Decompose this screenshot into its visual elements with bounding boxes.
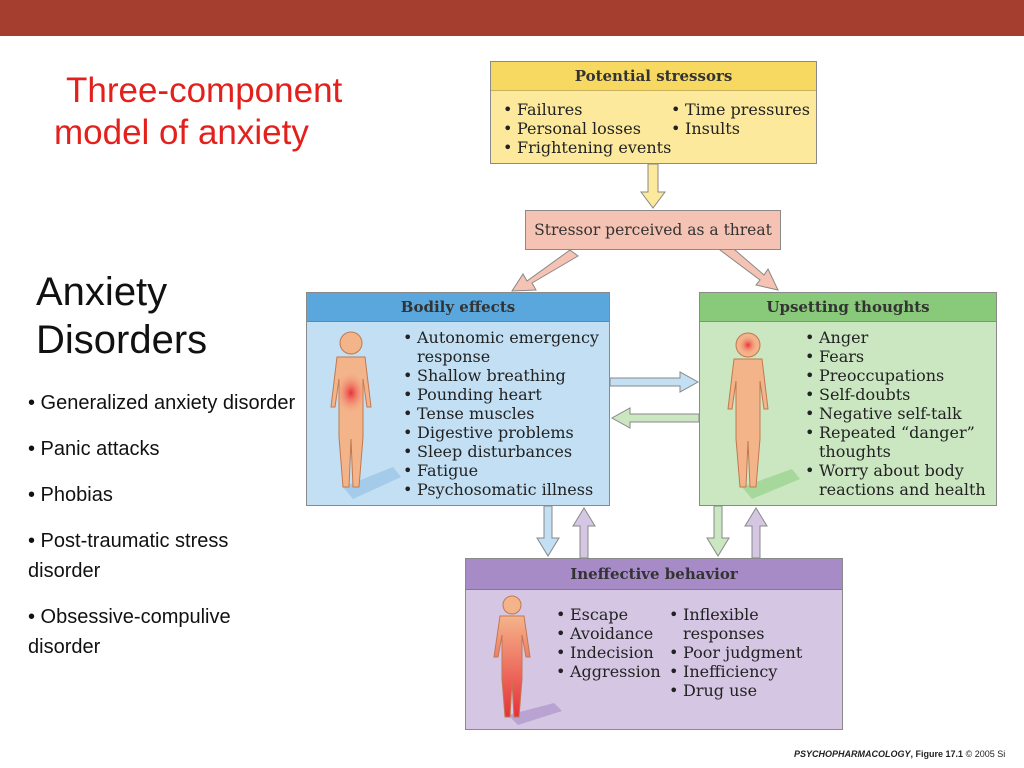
behavior-item: Drug use <box>669 681 842 700</box>
bodily-effect-item: Psychosomatic illness <box>403 480 609 499</box>
section-heading: Anxiety Disorders <box>36 268 207 364</box>
arrow-thoughts-to-bodily <box>610 407 700 429</box>
arrow-behavior-to-bodily <box>572 507 596 559</box>
disorder-item: • Phobias <box>28 484 113 506</box>
behavior-item: Inflexible responses <box>669 605 842 643</box>
top-banner <box>0 0 1024 36</box>
thought-item: Negative self-talk <box>805 404 989 423</box>
behavior-item: Indecision <box>556 643 661 662</box>
title-line-1: Three-component <box>66 71 343 110</box>
stressors-box: Potential stressors Failures Personal lo… <box>490 61 817 164</box>
caption-copyright: © 2005 Si <box>965 749 1006 759</box>
bodily-effects-box: Bodily effects Autonomic emergency respo… <box>306 292 610 506</box>
heading-line-2: Disorders <box>36 318 208 362</box>
ineffective-behavior-box: Ineffective behavior Escape Avoidance In… <box>465 558 843 730</box>
bodily-effect-item: Sleep disturbances <box>403 442 609 461</box>
action-figure-icon <box>493 595 562 725</box>
upsetting-thoughts-box: Upsetting thoughts Anger Fears Preoccupa… <box>699 292 997 506</box>
disorder-item: • Panic attacks <box>28 438 160 460</box>
arrow-perceived-to-bodily <box>511 249 579 292</box>
arrow-behavior-to-thoughts <box>744 507 768 559</box>
upsetting-thoughts-list: Anger Fears Preoccupations Self-doubts N… <box>805 328 989 499</box>
thought-item: Fears <box>805 347 989 366</box>
disorder-item: • Post-traumatic stress disorder <box>28 530 229 582</box>
stressor-item: Failures <box>503 100 671 119</box>
stressor-item: Insults <box>671 119 810 138</box>
behavior-item: Inefficiency <box>669 662 842 681</box>
head-figure-icon <box>727 332 800 499</box>
stressor-item: Frightening events <box>503 138 671 157</box>
behavior-item: Aggression <box>556 662 661 681</box>
caption-figure: , Figure 17.1 <box>910 749 964 759</box>
stressors-list-2: Time pressures Insults <box>671 100 810 138</box>
thought-item: Repeated “danger” thoughts <box>805 423 977 461</box>
bodily-effect-item: Digestive problems <box>403 423 609 442</box>
arrow-bodily-to-behavior <box>536 505 560 557</box>
bodily-effect-item: Shallow breathing <box>403 366 609 385</box>
body-figure-icon <box>330 331 401 499</box>
behavior-item: Avoidance <box>556 624 661 643</box>
stressor-item: Time pressures <box>671 100 810 119</box>
disorder-item: • Generalized anxiety disorder <box>28 392 296 414</box>
caption-book: PSYCHOPHARMACOLOGY <box>794 749 911 759</box>
thought-item: Worry about body reactions and health <box>805 461 989 499</box>
behavior-list-2: Inflexible responses Poor judgment Ineff… <box>669 605 842 700</box>
heading-line-1: Anxiety <box>36 270 168 314</box>
stressor-item: Personal losses <box>503 119 671 138</box>
disorder-list: • Generalized anxiety disorder • Panic a… <box>28 388 298 678</box>
stressors-header: Potential stressors <box>491 62 816 91</box>
title-line-2: model of anxiety <box>54 113 309 152</box>
bodily-effect-item: Pounding heart <box>403 385 609 404</box>
bodily-effects-header: Bodily effects <box>307 293 609 322</box>
bodily-effect-item: Tense muscles <box>403 404 609 423</box>
behavior-item: Escape <box>556 605 661 624</box>
stressors-list-1: Failures Personal losses Frightening eve… <box>503 100 671 157</box>
thought-item: Anger <box>805 328 989 347</box>
behavior-item: Poor judgment <box>669 643 842 662</box>
slide-title: Three-component model of anxiety <box>54 70 342 154</box>
behavior-list-1: Escape Avoidance Indecision Aggression <box>556 605 661 681</box>
upsetting-thoughts-header: Upsetting thoughts <box>700 293 996 322</box>
disorder-item: • Obsessive-compulive disorder <box>28 606 231 658</box>
ineffective-behavior-header: Ineffective behavior <box>466 559 842 590</box>
thought-item: Preoccupations <box>805 366 989 385</box>
bodily-effects-list: Autonomic emergency response Shallow bre… <box>403 328 609 499</box>
figure-caption: PSYCHOPHARMACOLOGY, Figure 17.1 © 2005 S… <box>794 749 1005 759</box>
arrow-bodily-to-thoughts <box>609 371 700 393</box>
thought-item: Self-doubts <box>805 385 989 404</box>
perceived-threat-box: Stressor perceived as a threat <box>525 210 781 250</box>
arrow-perceived-to-thoughts <box>719 243 779 291</box>
arrow-stressors-to-perceived <box>640 163 666 209</box>
bodily-effect-item: Autonomic emergency response <box>403 328 609 366</box>
bodily-effect-item: Fatigue <box>403 461 609 480</box>
arrow-thoughts-to-behavior <box>706 505 730 557</box>
